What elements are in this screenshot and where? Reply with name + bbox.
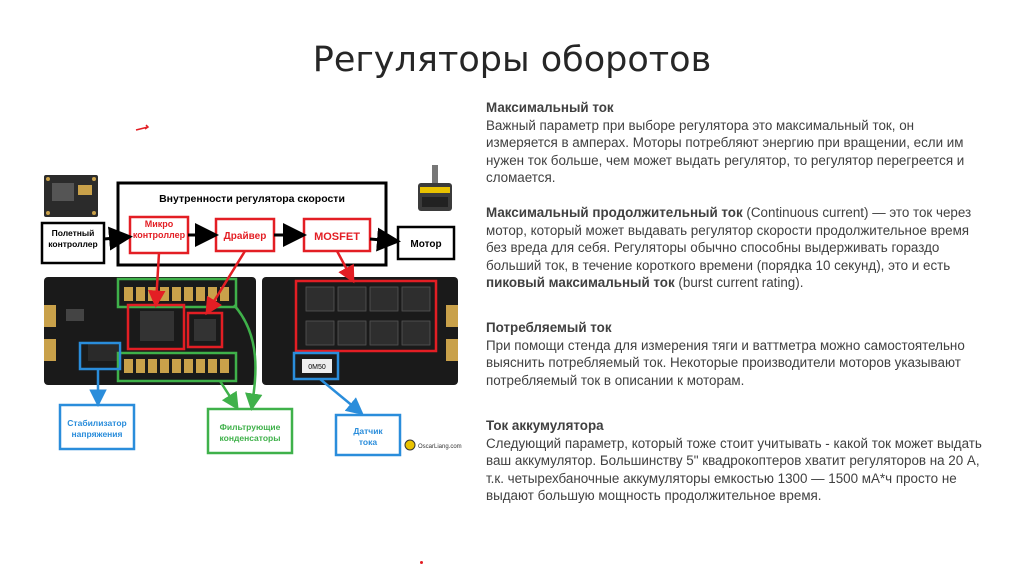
section-body: При помощи стенда для измерения тяги и в… bbox=[486, 337, 965, 388]
connector-filter-caps-bottom bbox=[218, 380, 239, 411]
connector-current-sensor bbox=[319, 378, 364, 416]
motor-box bbox=[396, 225, 456, 261]
driver-label: Драйвер bbox=[224, 231, 267, 242]
shunt-marking: 0M50 bbox=[308, 364, 326, 371]
section-heading: Потребляемый ток bbox=[486, 320, 612, 335]
flight-controller-box bbox=[40, 221, 106, 265]
motor-label: Мотор bbox=[410, 239, 441, 250]
section-body: (Continuous current) — это ток через мот… bbox=[486, 205, 972, 273]
section-body: Важный параметр при выборе регулятора эт… bbox=[486, 117, 965, 186]
section-heading: Максимальный ток bbox=[486, 100, 614, 115]
pcb-photo-right bbox=[262, 277, 458, 385]
section-heading: Максимальный продолжительный ток bbox=[486, 205, 743, 220]
pcb-photo-left bbox=[44, 277, 256, 385]
current-sensor-highlight bbox=[292, 351, 340, 381]
filter-caps-highlight-bottom bbox=[116, 351, 238, 383]
mosfet-highlight bbox=[294, 279, 438, 353]
connector-driver bbox=[205, 250, 247, 316]
esc-internals-title: Внутренности регулятора скорости bbox=[159, 193, 345, 205]
connector-mosfet bbox=[335, 250, 355, 284]
section-body: Следующий параметр, который тоже стоит у… bbox=[486, 435, 982, 504]
mosfet-label: MOSFET bbox=[314, 231, 360, 243]
watermark-logo-icon bbox=[404, 439, 416, 451]
section-continuous-current: Максимальный продолжительный ток (Contin… bbox=[486, 204, 986, 292]
section-heading: Ток аккумулятора bbox=[486, 418, 604, 433]
filter-caps-box bbox=[206, 407, 294, 455]
motor-photo bbox=[418, 165, 452, 211]
arrow-mosfet-to-motor bbox=[369, 227, 401, 252]
section-body-end: (burst current rating). bbox=[674, 275, 804, 291]
driver-highlight bbox=[186, 311, 224, 349]
section-battery-current: Ток аккумулятора Следующий параметр, кот… bbox=[486, 417, 986, 505]
connector-filter-caps-top bbox=[233, 304, 263, 411]
flight-controller-photo bbox=[44, 175, 98, 217]
arrow-fc-to-mcu bbox=[103, 226, 133, 251]
connector-mcu bbox=[148, 252, 166, 308]
red-mark bbox=[135, 124, 150, 131]
section-consumed-current: Потребляемый ток При помощи стенда для и… bbox=[486, 319, 986, 389]
section-bold-term: пиковый максимальный ток bbox=[486, 275, 675, 291]
current-sensor-box bbox=[334, 413, 402, 457]
mosfet-box bbox=[302, 217, 372, 253]
slide-title: Регуляторы оборотов bbox=[312, 40, 712, 80]
stabilizer-highlight bbox=[78, 341, 122, 371]
filter-caps-highlight-top bbox=[116, 277, 238, 309]
section-max-current: Максимальный ток Важный параметр при выб… bbox=[486, 99, 986, 187]
red-dot bbox=[420, 561, 423, 564]
watermark-text: OscarLiang.com bbox=[418, 444, 462, 450]
stabilizer-box bbox=[58, 403, 136, 451]
